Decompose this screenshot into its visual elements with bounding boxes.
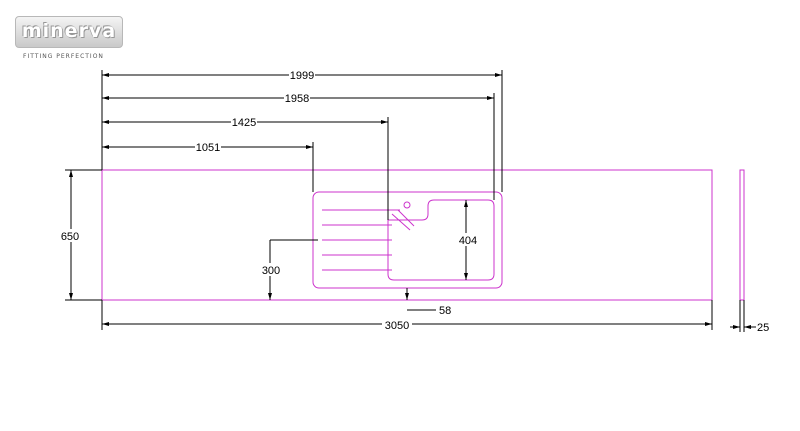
worktop-edge-profile	[739, 169, 745, 301]
dim-1999: 1999	[290, 70, 314, 82]
dimension-arrows	[69, 73, 751, 329]
dim-1425: 1425	[232, 117, 256, 129]
minerva-logo: minerva	[15, 16, 123, 48]
dim-404: 404	[459, 235, 477, 247]
dim-300: 300	[262, 265, 280, 277]
dimension-lines	[65, 70, 756, 332]
logo-tagline: FITTING PERFECTION	[23, 53, 104, 60]
logo-wordmark: minerva	[21, 20, 117, 42]
tap-hole	[403, 201, 411, 209]
dim-1958: 1958	[285, 93, 309, 105]
dim-3050: 3050	[385, 320, 409, 332]
dim-25: 25	[757, 322, 769, 334]
dim-58: 58	[439, 305, 451, 317]
dimension-labels: 1999 1958 1425 1051 650 300 404 58 3050 …	[59, 68, 769, 334]
drainer-grooves	[322, 209, 415, 271]
dim-1051: 1051	[196, 142, 220, 154]
sink-bowl	[387, 199, 495, 281]
dim-650: 650	[61, 231, 79, 243]
